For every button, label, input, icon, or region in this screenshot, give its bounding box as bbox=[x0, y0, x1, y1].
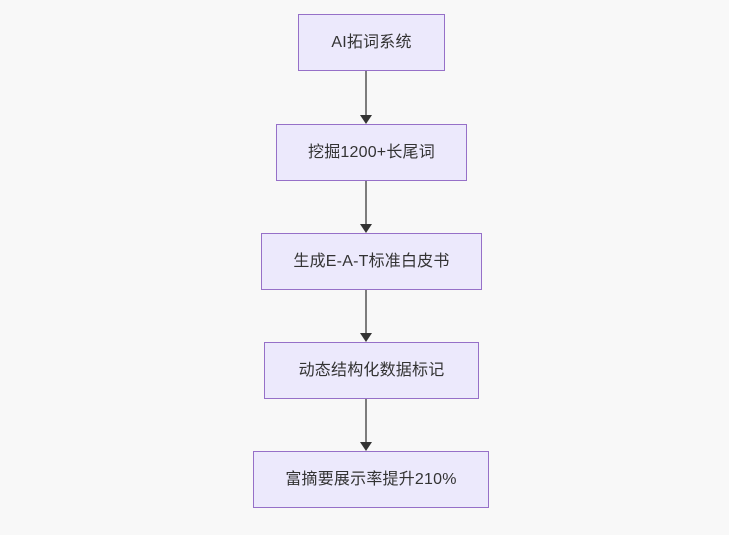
arrow-down-icon bbox=[360, 442, 372, 451]
arrow-down-icon bbox=[360, 115, 372, 124]
flow-node-n3[interactable]: 生成E-A-T标准白皮书 bbox=[261, 233, 482, 290]
arrow-down-icon bbox=[360, 224, 372, 233]
flow-node-label: 富摘要展示率提升210% bbox=[285, 470, 457, 488]
edge-line bbox=[365, 290, 367, 335]
flow-edge-n4-n5 bbox=[360, 399, 372, 451]
flow-node-label: 生成E-A-T标准白皮书 bbox=[293, 252, 450, 270]
flow-edge-n3-n4 bbox=[360, 290, 372, 342]
flow-edge-n1-n2 bbox=[360, 71, 372, 124]
flow-node-n2[interactable]: 挖掘1200+长尾词 bbox=[276, 124, 467, 181]
flow-node-label: 挖掘1200+长尾词 bbox=[308, 143, 435, 161]
edge-line bbox=[365, 71, 367, 117]
flow-node-n5[interactable]: 富摘要展示率提升210% bbox=[253, 451, 489, 508]
flow-node-label: 动态结构化数据标记 bbox=[298, 361, 445, 379]
arrow-down-icon bbox=[360, 333, 372, 342]
flow-node-n1[interactable]: AI拓词系统 bbox=[298, 14, 445, 71]
edge-line bbox=[365, 399, 367, 444]
flow-edge-n2-n3 bbox=[360, 181, 372, 233]
flow-node-n4[interactable]: 动态结构化数据标记 bbox=[264, 342, 479, 399]
edge-line bbox=[365, 181, 367, 226]
flow-node-label: AI拓词系统 bbox=[331, 33, 412, 51]
